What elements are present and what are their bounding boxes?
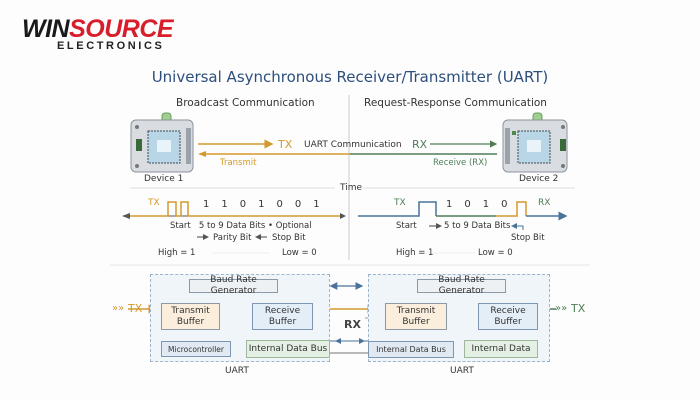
bit: 0	[239, 199, 247, 210]
right-bit-values: 1 0 1 0	[446, 199, 508, 210]
bit: 1	[258, 199, 265, 210]
page-title: Universal Asynchronous Receiver/Transmit…	[151, 68, 549, 86]
receive-buffer-right: Receive Buffer	[478, 303, 538, 330]
high-label: High = 1	[158, 248, 196, 258]
bit: 1	[446, 199, 453, 210]
high-label-right: High = 1	[396, 248, 434, 258]
receive-buffer-left: Receive Buffer	[252, 303, 313, 330]
transmit-label: Transmit	[220, 158, 257, 168]
parity-bit-label: Parity Bit	[213, 233, 252, 243]
logo-subtitle: ELECTRONICS	[57, 40, 165, 52]
device-2-icon	[502, 112, 568, 173]
wave-rx-label-right: RX	[538, 198, 551, 208]
broadcast-heading: Broadcast Communication	[176, 97, 315, 109]
receive-label: Receive (RX)	[433, 158, 488, 168]
brand-logo: WINSOURCE	[22, 15, 174, 43]
bit: 1	[482, 199, 490, 210]
device-1-icon	[130, 112, 194, 173]
transmit-buffer-right: Transmit Buffer	[385, 303, 447, 330]
wave-tx-label-right: TX	[394, 198, 406, 208]
internal-data-bus-right: Internal Data Bus	[368, 341, 454, 358]
stop-bit-label-right: Stop Bit	[511, 233, 545, 243]
baud-rate-generator-left: Baud Rate Generator	[189, 275, 278, 296]
request-response-heading: Request-Response Communication	[364, 97, 547, 109]
device-1-label: Device 1	[144, 174, 184, 184]
low-label-right: Low = 0	[478, 248, 513, 258]
right-waveform-start	[358, 201, 437, 217]
uart-communication-label: UART Communication	[304, 140, 402, 150]
internal-data-right: Internal Data	[464, 340, 538, 358]
left-caption-line1: Start 5 to 9 Data Bits • Optional	[170, 221, 312, 231]
left-input-arrows: »»	[112, 303, 125, 314]
bit: 0	[501, 199, 508, 210]
transmit-buffer-left: Transmit Buffer	[161, 303, 220, 330]
rx-label: RX	[412, 138, 428, 151]
device-2-label: Device 2	[519, 174, 559, 184]
time-label: Time	[340, 183, 363, 193]
bit: 0	[276, 199, 283, 210]
start-label-right: Start	[396, 221, 417, 231]
left-bit-values: 1 1 0 1 0 0 1	[203, 199, 320, 210]
right-tx-output-label: TX	[571, 302, 586, 315]
left-waveform	[130, 201, 340, 217]
internal-data-bus-left: Internal Data Bus	[246, 340, 330, 358]
logo-source: SOURCE	[69, 15, 174, 43]
left-tx-input-label: TX	[128, 302, 143, 315]
logo-win: WIN	[22, 15, 70, 43]
baud-rate-generator-right: Baud Rate Generator	[417, 275, 506, 296]
uart-caption-right: UART	[450, 366, 474, 376]
right-output-arrows: »»	[555, 303, 568, 314]
tx-label: TX	[278, 138, 293, 151]
bit: 1	[313, 199, 320, 210]
wave-tx-label: TX	[148, 198, 160, 208]
link-rx-label: RX	[344, 318, 361, 331]
bit: 0	[464, 199, 471, 210]
bit: 0	[294, 199, 302, 210]
data-bits-label-right: 5 to 9 Data Bits	[444, 221, 511, 231]
stop-bit-label: Stop Bit	[272, 233, 306, 243]
bit: 1	[203, 199, 210, 210]
microcontroller-box: Microcontroller	[161, 341, 231, 357]
uart-caption-left: UART	[225, 366, 249, 376]
low-label: Low = 0	[282, 248, 317, 258]
bit: 1	[221, 199, 228, 210]
